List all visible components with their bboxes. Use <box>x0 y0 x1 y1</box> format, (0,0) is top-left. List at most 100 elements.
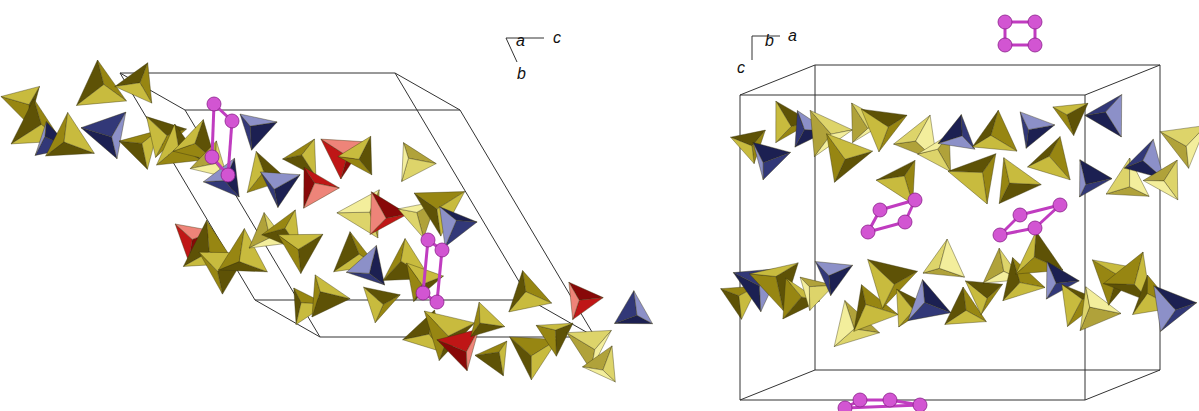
tetrahedron-face <box>948 171 987 204</box>
tetrahedron-face <box>157 124 179 165</box>
tetrahedron-face <box>315 275 350 299</box>
unit-cell-edge <box>1085 95 1086 400</box>
atom-sphere <box>205 150 219 164</box>
axis-line <box>506 38 517 62</box>
tetrahedron-face <box>440 207 457 247</box>
axis-label: b <box>765 33 774 49</box>
atom-sphere <box>873 203 887 217</box>
tetrahedron-face <box>398 209 424 238</box>
tetrahedron-face <box>827 134 873 160</box>
tetrahedron-face <box>1020 112 1054 130</box>
axis-label: b <box>517 66 526 82</box>
tetrahedron-face <box>475 352 503 376</box>
tetrahedron-face <box>972 135 1017 151</box>
tetrahedron-face <box>479 302 505 326</box>
tetrahedron-face <box>876 176 913 204</box>
tetrahedron-face <box>1143 181 1178 200</box>
tetrahedron-face <box>763 152 790 179</box>
tetrahedron-face <box>897 289 914 327</box>
tetrahedron-face <box>815 262 852 276</box>
tetrahedron-face <box>499 341 507 376</box>
unit-cell-edge <box>395 73 530 300</box>
tetrahedron-face <box>1186 125 1199 168</box>
tetrahedron-face <box>112 112 126 159</box>
tetrahedron-face <box>1106 95 1122 137</box>
axis-label: a <box>516 33 525 49</box>
atom-sphere <box>908 193 922 207</box>
atom-sphere <box>225 114 239 128</box>
tetrahedron-face <box>338 136 371 159</box>
axis-label: c <box>737 60 745 76</box>
axis-line <box>506 38 544 39</box>
tetrahedron-face <box>750 263 799 277</box>
tetrahedron-face <box>46 113 68 156</box>
tetrahedron-face <box>278 234 323 249</box>
atom-sphere <box>1028 38 1042 52</box>
atom-sphere <box>853 393 867 407</box>
tetrahedron-face <box>261 172 301 189</box>
atom-sphere <box>998 38 1012 52</box>
tetrahedron-face <box>1046 262 1056 300</box>
unit-cell-edge <box>1085 65 1160 95</box>
unit-cell-edge <box>740 400 1085 401</box>
tetrahedron-face <box>1016 231 1036 274</box>
atom-sphere <box>993 228 1007 242</box>
atom-sphere <box>421 233 435 247</box>
tetrahedron-face <box>338 157 372 175</box>
atom-sphere <box>1028 221 1042 235</box>
unit-cell-edge <box>120 73 395 74</box>
tetrahedron-face <box>1028 156 1071 180</box>
atom-sphere <box>435 243 449 257</box>
tetrahedron-face <box>569 282 579 319</box>
atom-sphere <box>416 286 430 300</box>
unit-cell-edge <box>815 65 1160 66</box>
tetrahedron-face <box>938 136 975 149</box>
atom-bond <box>228 121 232 175</box>
tetrahedron-face <box>509 292 552 312</box>
tetrahedron-face <box>1003 283 1045 301</box>
tetrahedron-face <box>800 277 810 310</box>
tetrahedron-face <box>250 122 277 150</box>
tetrahedron-face <box>854 305 898 332</box>
atom-bond <box>212 104 214 157</box>
tetrahedron-face <box>402 143 409 182</box>
unit-cell-edge <box>740 370 815 400</box>
axis-label: c <box>553 30 561 46</box>
tetrahedron-face <box>35 122 46 156</box>
tetrahedron-face <box>868 260 895 309</box>
atom-sphere <box>1053 198 1067 212</box>
tetrahedron-face <box>1080 160 1086 197</box>
tetrahedron-face <box>115 83 152 103</box>
unit-cell-edge <box>185 110 460 111</box>
tetrahedron-face <box>753 142 763 179</box>
atom-bond <box>437 250 442 302</box>
atom-sphere <box>898 215 912 229</box>
tetrahedron-face <box>346 246 376 274</box>
tetrahedron-face <box>1053 103 1088 114</box>
atom-sphere <box>883 393 897 407</box>
atom-bond <box>423 240 428 293</box>
tetrahedron-face <box>536 323 573 330</box>
tetrahedron-face <box>370 192 386 235</box>
tetrahedron-face <box>834 301 854 347</box>
unit-cell-edge <box>740 95 1085 96</box>
atom-sphere <box>913 398 927 411</box>
tetrahedron-face <box>861 109 888 152</box>
tetrahedron-face <box>750 274 784 311</box>
atom-sphere <box>1013 208 1027 222</box>
tetrahedron-face <box>1154 286 1176 332</box>
atom-sphere <box>430 295 444 309</box>
atom-sphere <box>221 168 235 182</box>
tetrahedron-face <box>471 302 480 336</box>
tetrahedron-face <box>1062 284 1082 326</box>
atom-sphere <box>838 401 852 411</box>
tetrahedron-face <box>364 287 384 323</box>
tetrahedron-face <box>908 280 925 321</box>
tetrahedron-face <box>583 367 616 382</box>
unit-cell-edge <box>395 73 460 110</box>
tetrahedron-face <box>731 137 755 163</box>
tetrahedron-face <box>240 114 277 126</box>
unit-cell-edge <box>815 370 1160 371</box>
